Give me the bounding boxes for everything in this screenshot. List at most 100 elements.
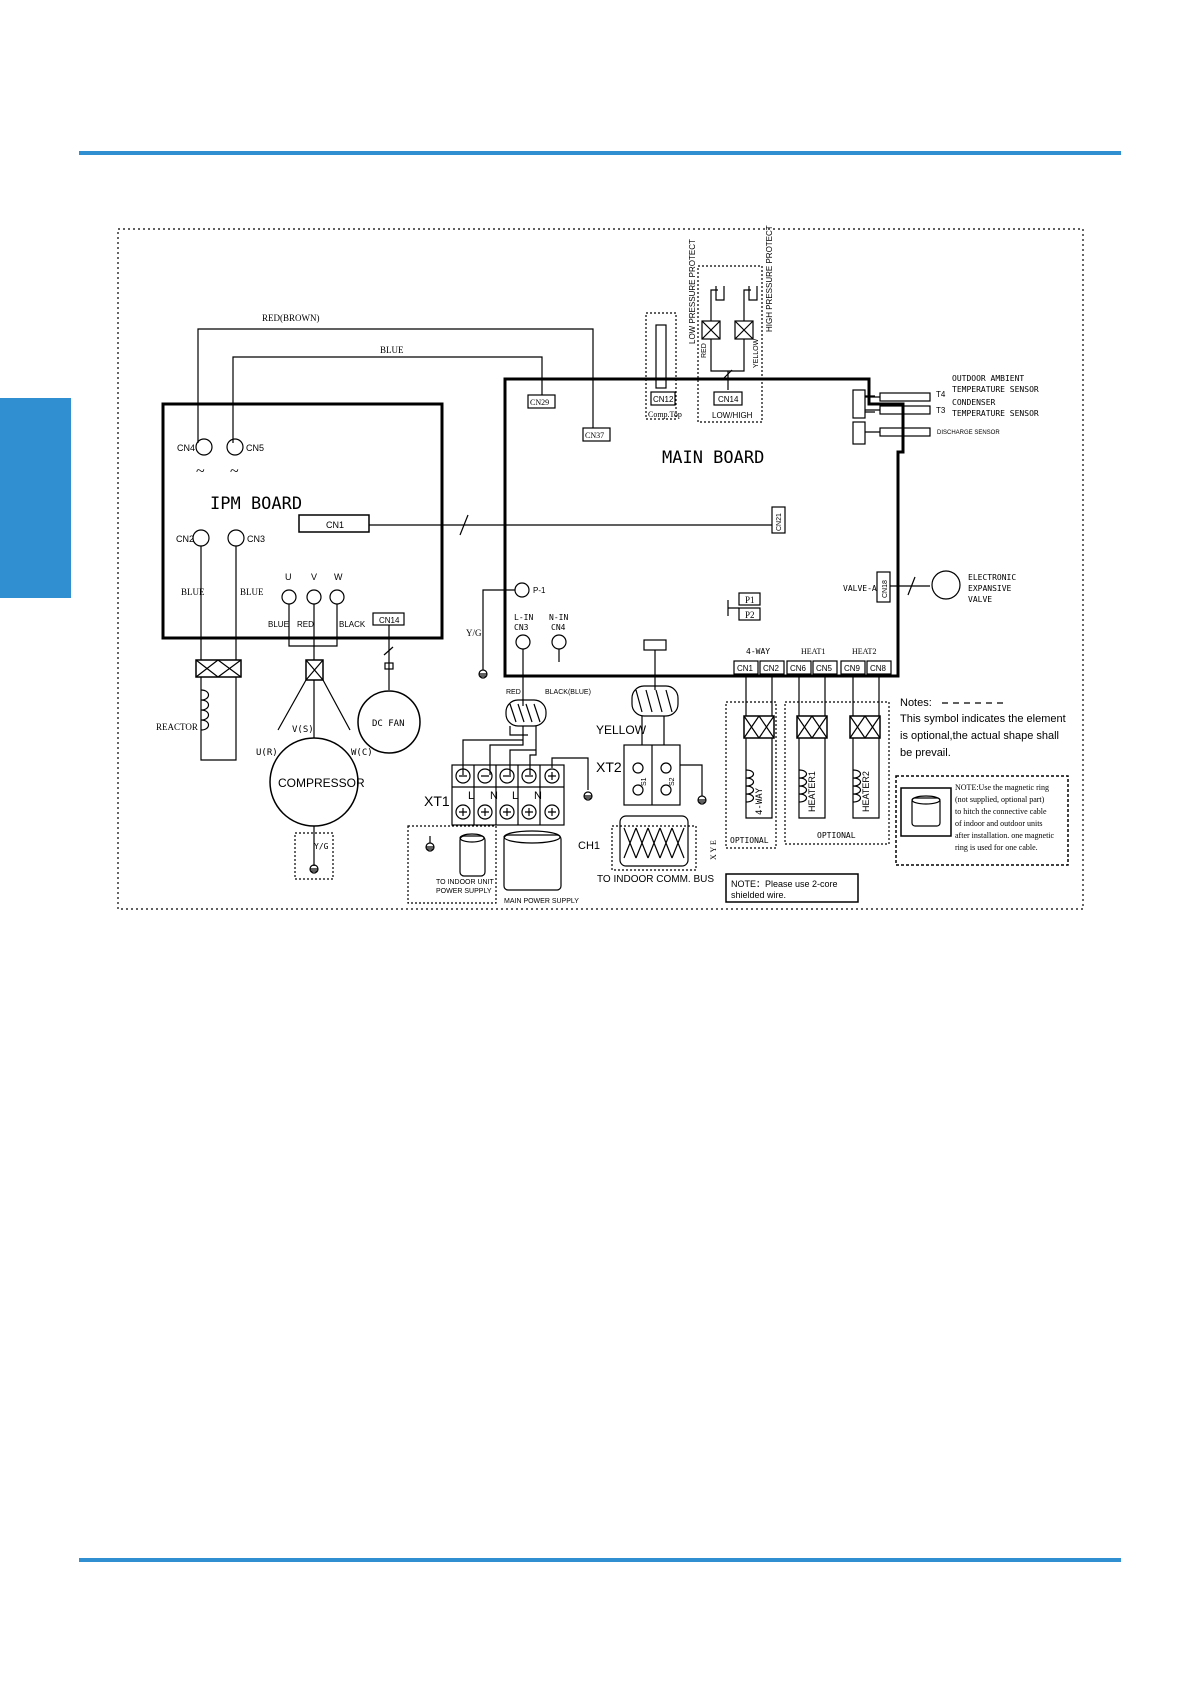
out-cn9-label: CN9 <box>844 664 861 673</box>
xt1-l1-label: L <box>468 790 474 802</box>
notes-line-2: is optional,the actual shape shall <box>900 730 1059 742</box>
p1-box <box>738 592 761 606</box>
ipm-cn5-terminal <box>226 438 244 456</box>
ipm-board <box>161 402 444 640</box>
main-cn3-terminal <box>515 634 531 650</box>
ring-note-icon <box>900 787 952 837</box>
ring-note-box <box>895 775 1069 866</box>
ipm-w-terminal <box>329 589 345 605</box>
main-cn21-label: CN21 <box>776 513 783 531</box>
fan-ground-mark <box>384 662 394 670</box>
four-way-optional-box <box>725 701 777 849</box>
cable-note-box <box>725 873 859 903</box>
notes-line-1: This symbol indicates the element <box>900 713 1066 725</box>
black-blue-label: BLACK(BLUE) <box>545 689 591 696</box>
to-indoor-label-2: POWER SUPPLY <box>436 888 492 895</box>
heater-optional-box <box>784 701 890 845</box>
sensor-t3-label: T3 <box>936 406 946 415</box>
compressor-yg-label: Y/G <box>314 842 329 851</box>
ipm-cn14-label: CN14 <box>379 616 400 625</box>
indoor-power-box <box>407 825 497 904</box>
sensor-t3 <box>879 405 931 415</box>
ring-note-4: of indoor and outdoor units <box>955 819 1043 828</box>
ipm-cn4-label: CN4 <box>177 443 195 453</box>
xt1-n1-label: N <box>490 790 498 802</box>
out-cn2-label: CN2 <box>763 664 780 673</box>
ch1-ring <box>619 815 689 867</box>
electronic-expansion-valve <box>931 570 961 600</box>
xt1-label: XT1 <box>424 793 450 809</box>
main-board-title: MAIN BOARD <box>662 448 764 468</box>
wire-blue-top <box>232 356 543 443</box>
ch1-label: CH1 <box>578 840 600 852</box>
ipm-cn3-label: CN3 <box>247 534 265 544</box>
four-way-connector <box>743 715 775 739</box>
compressor-u-label: U(R) <box>256 748 278 758</box>
comp-top-sensor <box>655 324 667 389</box>
out-cn5-label: CN5 <box>816 664 833 673</box>
footer-rule <box>79 1558 1121 1562</box>
ipm-v-label: V <box>311 572 317 582</box>
main-cn12-label: CN12 <box>653 395 674 404</box>
xt1-terminal-block <box>451 764 565 826</box>
xt2-s1-label: S1 <box>641 777 648 786</box>
to-comm-label: TO INDOOR COMM. BUS <box>597 874 714 885</box>
out-cn6-label: CN6 <box>790 664 807 673</box>
heater2-connector <box>849 715 881 739</box>
p1-label: P1 <box>745 595 755 605</box>
compressor-label: COMPRESSOR <box>278 776 365 790</box>
heater2-label: HEATER2 <box>861 771 871 812</box>
valve-a-label: VALVE-A <box>843 584 877 593</box>
ipm-cn4-terminal <box>195 438 213 456</box>
sensor-connector-1 <box>852 389 866 419</box>
ambient-label-2: TEMPERATURE SENSOR <box>952 385 1039 394</box>
ipm-cn2-terminal <box>192 529 210 547</box>
wire-red-brown-label: RED(BROWN) <box>262 313 320 323</box>
heater1-label: HEATER1 <box>807 771 817 812</box>
indoor-power-ring <box>459 835 486 877</box>
valve-label-3: VALVE <box>968 595 992 604</box>
condenser-label-2: TEMPERATURE SENSOR <box>952 409 1039 418</box>
ring-note-3: to hitch the connective cable <box>955 807 1047 816</box>
side-tab <box>0 398 71 598</box>
ipm-w-label: W <box>334 572 343 582</box>
reactor-connector <box>195 659 242 678</box>
discharge-label: DISCHARGE SENSOR <box>937 430 1000 436</box>
main-power-ring <box>503 834 562 891</box>
sensor-t4 <box>879 392 931 402</box>
condenser-label-1: CONDENSER <box>952 398 996 407</box>
low-high-label: LOW/HIGH <box>712 411 753 420</box>
wire-blue-top-label: BLUE <box>380 345 404 355</box>
main-cn14-label: CN14 <box>718 395 739 404</box>
sensor-connector-2 <box>852 421 866 445</box>
dc-fan <box>357 690 421 754</box>
out-cn1-label: CN1 <box>737 664 754 673</box>
notes-title: Notes: <box>900 697 932 709</box>
main-cn12-connector <box>650 391 676 406</box>
ring-note-1: NOTE:Use the magnetic ring <box>955 783 1049 792</box>
main-cn18-label: CN18 <box>882 580 889 598</box>
yellow-label: YELLOW <box>596 723 647 737</box>
main-cn37-connector <box>582 427 611 442</box>
main-cn37-label: CN37 <box>585 431 604 440</box>
xye-label: X Y E <box>709 840 718 860</box>
reactor-connector-x <box>195 659 242 678</box>
compressor-connector-x <box>305 659 324 681</box>
uvw-blue-label: BLUE <box>268 620 289 629</box>
n-in-label: N-IN <box>549 613 568 622</box>
sensor-t4-label: T4 <box>936 390 946 399</box>
main-cn21-connector <box>771 506 786 534</box>
magnetic-ring-power <box>505 699 547 727</box>
main-cn29-connector <box>527 394 556 409</box>
uvw-black-label: BLACK <box>339 620 366 629</box>
notes-line-3: be prevail. <box>900 747 951 759</box>
four-way-label: 4-WAY <box>746 647 770 656</box>
optional-label-2: OPTIONAL <box>817 831 856 840</box>
wire-comp-w <box>322 679 351 731</box>
comp-top-label: Comp.Top <box>648 410 682 419</box>
xt2-bracket <box>643 639 667 651</box>
diagram-frame <box>117 228 1084 910</box>
magnetic-ring-comm <box>631 685 679 717</box>
ipm-cn5-label: CN5 <box>246 443 264 453</box>
